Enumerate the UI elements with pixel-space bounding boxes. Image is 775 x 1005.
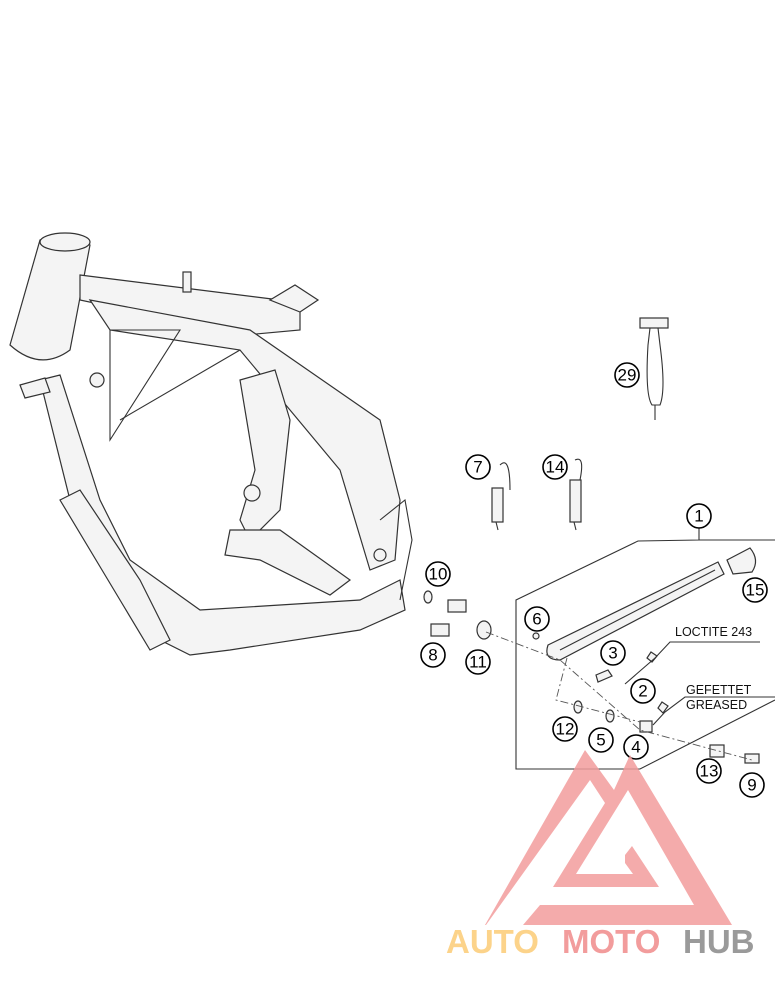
svg-text:MOTO: MOTO — [562, 923, 660, 960]
callout-5[interactable]: 5 — [588, 727, 614, 753]
callout-3[interactable]: 3 — [600, 640, 626, 666]
callout-12[interactable]: 12 — [552, 716, 578, 742]
svg-text:13: 13 — [700, 762, 719, 781]
svg-text:14: 14 — [546, 458, 565, 477]
callout-7[interactable]: 7 — [465, 454, 491, 480]
callout-2[interactable]: 2 — [630, 678, 656, 704]
callout-29[interactable]: 29 — [614, 362, 640, 388]
spring-14 — [569, 458, 583, 531]
svg-text:3: 3 — [608, 644, 617, 663]
callout-14[interactable]: 14 — [542, 454, 568, 480]
callout-6[interactable]: 6 — [524, 606, 550, 632]
callout-10[interactable]: 10 — [425, 561, 451, 587]
svg-text:11: 11 — [469, 653, 487, 672]
side-stand — [423, 547, 760, 764]
svg-text:29: 29 — [618, 366, 637, 385]
svg-text:1: 1 — [694, 507, 703, 526]
svg-text:5: 5 — [596, 731, 605, 750]
svg-text:10: 10 — [429, 565, 448, 584]
callout-11[interactable]: 11 — [465, 649, 491, 675]
svg-text:HUB: HUB — [683, 923, 755, 960]
watermark-text: AUTO MOTO HUB — [446, 923, 755, 960]
callout-13[interactable]: 13 — [696, 758, 722, 784]
svg-text:7: 7 — [473, 458, 482, 477]
svg-text:12: 12 — [556, 720, 575, 739]
svg-text:8: 8 — [428, 646, 437, 665]
callout-9[interactable]: 9 — [739, 772, 765, 798]
callout-4[interactable]: 4 — [623, 734, 649, 760]
svg-text:AUTO: AUTO — [446, 923, 539, 960]
greased-note-de: GEFETTET — [686, 683, 752, 697]
greased-note-en: GREASED — [686, 698, 747, 712]
callout-8[interactable]: 8 — [420, 642, 446, 668]
callout-1[interactable]: 1 — [686, 503, 712, 529]
svg-text:15: 15 — [746, 581, 765, 600]
callout-15[interactable]: 15 — [742, 577, 768, 603]
svg-text:9: 9 — [747, 776, 756, 795]
tool-29 — [639, 317, 669, 420]
svg-text:6: 6 — [532, 610, 541, 629]
watermark-logo — [485, 750, 732, 925]
motorcycle-frame — [9, 232, 413, 656]
svg-text:4: 4 — [631, 738, 640, 757]
loctite-note: LOCTITE 243 — [675, 625, 752, 639]
svg-text:2: 2 — [638, 682, 647, 701]
spring-7 — [491, 462, 511, 531]
